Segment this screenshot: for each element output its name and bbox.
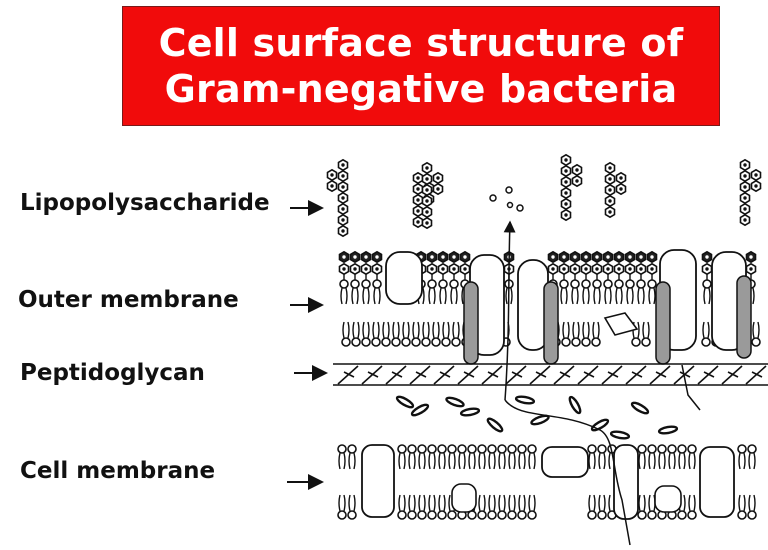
lipoprotein [463, 281, 479, 365]
porin-protein [385, 251, 423, 305]
periplasmic-fragment [609, 430, 631, 440]
periplasmic-fragment [395, 395, 415, 409]
periplasmic-fragment [514, 395, 536, 405]
lps-chain [421, 161, 444, 230]
lps-chain [560, 153, 583, 222]
lps-chain [604, 161, 627, 219]
title-line-2: Gram-negative bacteria [164, 67, 678, 111]
pointer-arrows [287, 200, 328, 490]
lps-chain [326, 158, 349, 238]
membrane-protein [451, 483, 477, 513]
title-line-1: Cell surface structure of [158, 21, 684, 65]
periplasmic-fragment [657, 425, 679, 435]
membrane-protein [603, 312, 639, 336]
cell-membrane-bilayer [337, 444, 757, 520]
label-lipopolysaccharide: Lipopolysaccharide [20, 190, 270, 216]
periplasmic-fragment [568, 395, 582, 415]
membrane-protein [699, 446, 735, 518]
periplasm-fragments [395, 395, 679, 440]
lipoprotein [543, 281, 559, 365]
label-peptidoglycan: Peptidoglycan [20, 360, 205, 386]
label-outer-membrane: Outer membrane [18, 287, 239, 313]
label-cell-membrane: Cell membrane [20, 458, 216, 484]
periplasmic-fragment [410, 403, 430, 417]
lipoprotein [736, 275, 752, 359]
membrane-protein [654, 485, 682, 513]
peptidoglycan-layer [333, 363, 768, 386]
periplasmic-fragment [459, 407, 481, 417]
membrane-protein [541, 446, 589, 478]
membrane-protein [361, 444, 395, 518]
lps-chain [739, 158, 762, 227]
lipoprotein [655, 281, 671, 365]
outer-membrane-bilayer [338, 249, 761, 365]
periplasmic-fragment [530, 414, 550, 426]
periplasmic-fragment [630, 401, 650, 415]
periplasmic-fragment [486, 417, 504, 433]
periplasmic-fragment [445, 396, 465, 408]
lps-chains [326, 153, 762, 238]
transport-paths [489, 186, 701, 546]
title-banner: Cell surface structure of Gram-negative … [122, 6, 720, 126]
